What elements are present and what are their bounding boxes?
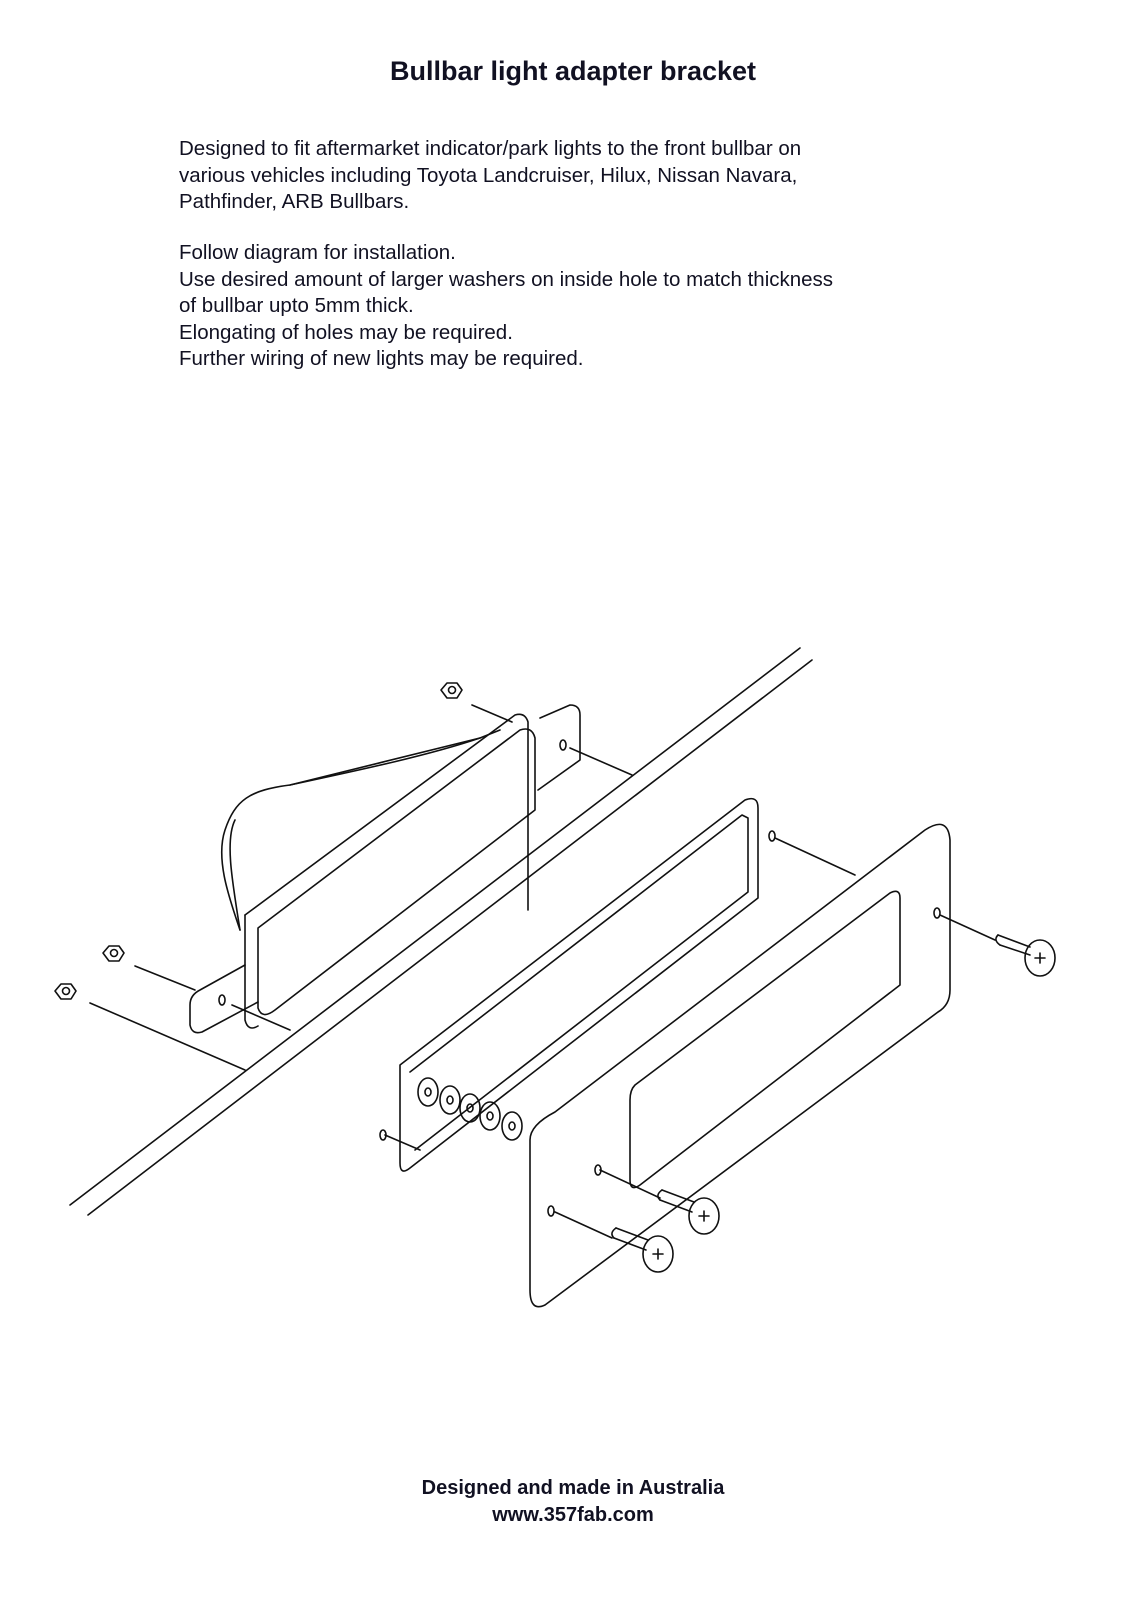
spacer-frame <box>379 797 759 1172</box>
screw-icon <box>995 934 1056 977</box>
footer-tagline: Designed and made in Australia <box>421 1477 725 1499</box>
instruction-line: Elongating of holes may be required. <box>179 320 513 344</box>
screw-icon <box>611 1227 674 1273</box>
instructions-paragraph: Follow diagram for installation. Use des… <box>179 240 833 373</box>
washer-icon <box>417 1077 439 1107</box>
description-paragraph: Designed to fit aftermarket indicator/pa… <box>179 136 801 216</box>
washer-icon <box>501 1111 523 1141</box>
description-line: various vehicles including Toyota Landcr… <box>179 163 798 187</box>
instruction-line: Follow diagram for installation. <box>179 241 456 264</box>
light-bracket <box>189 704 581 1034</box>
washer-stack <box>417 1077 523 1141</box>
description-line: Designed to fit aftermarket indicator/pa… <box>179 137 802 160</box>
bullbar-tube <box>69 647 813 1216</box>
nut-icon <box>440 682 463 699</box>
washer-icon <box>459 1093 481 1123</box>
description-line: Pathfinder, ARB Bullbars. <box>179 190 410 213</box>
assembly-leader-lines <box>89 704 996 1239</box>
screw-icon <box>657 1189 720 1235</box>
instruction-line: Use desired amount of larger washers on … <box>179 267 834 291</box>
instruction-line: of bullbar upto 5mm thick. <box>179 294 414 317</box>
nut-icon <box>102 945 125 962</box>
washer-icon <box>439 1085 461 1115</box>
instruction-line: Further wiring of new lights may be requ… <box>179 347 584 370</box>
nut-icon <box>54 983 77 1000</box>
light-housing <box>220 729 501 931</box>
footer-website-link[interactable]: www.357fab.com <box>492 1504 654 1526</box>
page-title: Bullbar light adapter bracket <box>389 56 757 86</box>
front-mounting-plate <box>529 823 951 1308</box>
washer-icon <box>479 1101 501 1131</box>
